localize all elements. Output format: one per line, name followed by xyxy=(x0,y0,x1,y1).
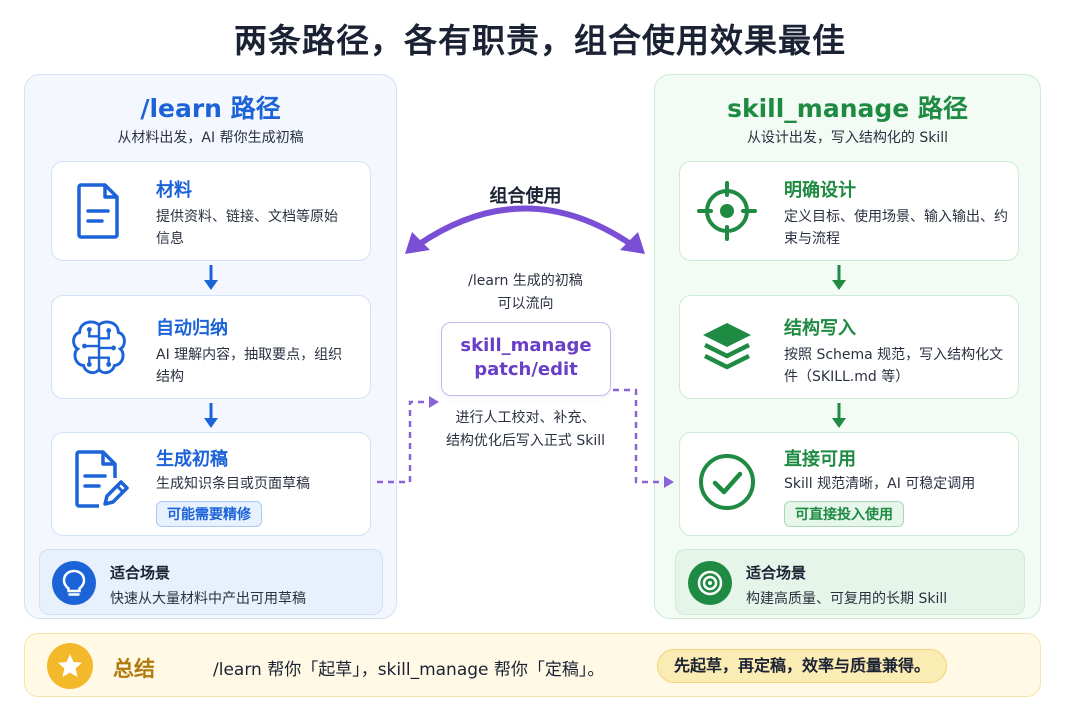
skill-manage-path-subtitle: 从设计出发，写入结构化的 Skill xyxy=(746,130,949,146)
combine-label: 组合使用 xyxy=(489,186,562,207)
step-desc: 定义目标、使用场景、输入输出、约束与流程 xyxy=(784,209,1008,247)
brain-circuit-icon xyxy=(68,316,130,378)
scene-desc: 快速从大量材料中产出可用草稿 xyxy=(110,591,306,607)
step-title: 生成初稿 xyxy=(156,449,228,470)
skill-manage-path-panel: skill_manage 路径 从设计出发，写入结构化的 Skill 明确设计 … xyxy=(654,74,1041,619)
step-title: 明确设计 xyxy=(784,180,856,201)
learn-path-panel: /learn 路径 从材料出发，AI 帮你生成初稿 材料 提供资料、链接、文档等… xyxy=(24,74,397,619)
step-desc: 按照 Schema 规范，写入结构化文件（SKILL.md 等） xyxy=(784,347,1004,385)
down-arrow-icon xyxy=(204,403,218,428)
layers-icon xyxy=(696,316,758,378)
step-title: 结构写入 xyxy=(784,318,856,339)
lightbulb-icon xyxy=(52,561,96,605)
document-edit-icon xyxy=(68,449,130,511)
status-badge: 可直接投入使用 xyxy=(784,501,904,527)
skill-manage-path-title: skill_manage 路径 xyxy=(727,94,968,123)
learn-path-subtitle: 从材料出发，AI 帮你生成初稿 xyxy=(117,130,304,146)
summary-bar: 总结 /learn 帮你「起草」，skill_manage 帮你「定稿」。 先起… xyxy=(24,633,1041,697)
target-icon xyxy=(688,561,732,605)
step-desc: 提供资料、链接、文档等原始信息 xyxy=(156,209,338,247)
skill-manage-patch-box: skill_manage patch/edit xyxy=(441,322,611,396)
status-badge: 可能需要精修 xyxy=(156,501,262,527)
step-desc: 生成知识条目或页面草稿 xyxy=(156,476,310,492)
step-title: 自动归纳 xyxy=(156,318,228,339)
scene-box-learn: 适合场景 快速从大量材料中产出可用草稿 xyxy=(39,549,383,615)
box-line-2: patch/edit xyxy=(474,359,578,380)
scene-desc: 构建高质量、可复用的长期 Skill xyxy=(746,591,948,607)
check-circle-icon xyxy=(696,451,758,513)
scene-title: 适合场景 xyxy=(110,564,171,582)
summary-title: 总结 xyxy=(113,657,155,681)
step-card-summarize: 自动归纳 AI 理解内容，抽取要点，组织结构 xyxy=(51,295,371,399)
step-card-materials: 材料 提供资料、链接、文档等原始信息 xyxy=(51,161,371,261)
summary-highlight: 先起草，再定稿，效率与质量兼得。 xyxy=(657,649,948,683)
target-crosshair-icon xyxy=(696,180,758,242)
step-card-write: 结构写入 按照 Schema 规范，写入结构化文件（SKILL.md 等） xyxy=(679,295,1019,399)
learn-path-title: /learn 路径 xyxy=(140,94,281,123)
combine-flow-area: 组合使用 /learn 生成的初稿 可以流向 skill_manage patc… xyxy=(397,74,654,619)
summary-text: /learn 帮你「起草」，skill_manage 帮你「定稿」。 xyxy=(213,660,605,680)
down-arrow-icon xyxy=(832,265,846,290)
star-icon xyxy=(47,643,93,689)
flow-text-top: /learn 生成的初稿 可以流向 xyxy=(468,273,583,312)
step-card-ready: 直接可用 Skill 规范清晰，AI 可稳定调用 可直接投入使用 xyxy=(679,432,1019,536)
scene-title: 适合场景 xyxy=(746,564,807,582)
down-arrow-icon xyxy=(204,265,218,290)
step-desc: AI 理解内容，抽取要点，组织结构 xyxy=(156,347,343,385)
step-title: 直接可用 xyxy=(784,449,856,470)
step-desc: Skill 规范清晰，AI 可稳定调用 xyxy=(784,476,976,492)
page-title: 两条路径，各有职责，组合使用效果最佳 xyxy=(234,21,846,60)
step-card-draft: 生成初稿 生成知识条目或页面草稿 可能需要精修 xyxy=(51,432,371,536)
document-icon xyxy=(68,180,130,242)
flow-text-bottom: 进行人工校对、补充、 结构优化后写入正式 Skill xyxy=(445,410,606,449)
box-line-1: skill_manage xyxy=(460,335,592,356)
down-arrow-icon xyxy=(832,403,846,428)
scene-box-skill-manage: 适合场景 构建高质量、可复用的长期 Skill xyxy=(675,549,1025,615)
step-title: 材料 xyxy=(156,180,192,201)
step-card-design: 明确设计 定义目标、使用场景、输入输出、约束与流程 xyxy=(679,161,1019,261)
